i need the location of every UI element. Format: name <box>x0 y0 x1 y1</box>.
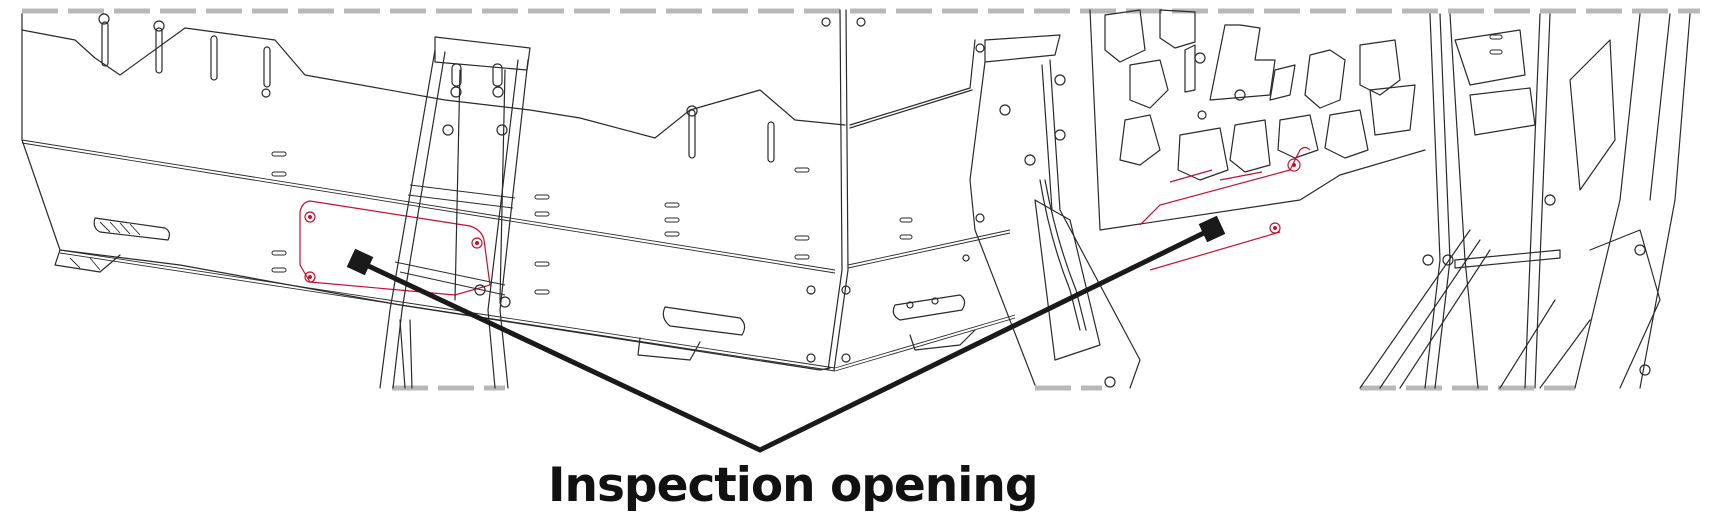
left-support-leg <box>379 36 531 389</box>
left-leader-marker <box>346 248 374 276</box>
right-leader-marker <box>1198 215 1226 243</box>
left-enclosure-panel <box>21 9 866 372</box>
right-inspection-cover <box>1139 146 1311 271</box>
right-frame-assembly <box>1359 13 1691 389</box>
hexagon-grille-panel <box>1089 9 1426 231</box>
right-enclosure-panel <box>834 39 1016 372</box>
callout-label-inspection-opening: Inspection opening <box>548 458 1038 513</box>
crop-border <box>22 8 1700 391</box>
callout-leader <box>346 215 1226 453</box>
